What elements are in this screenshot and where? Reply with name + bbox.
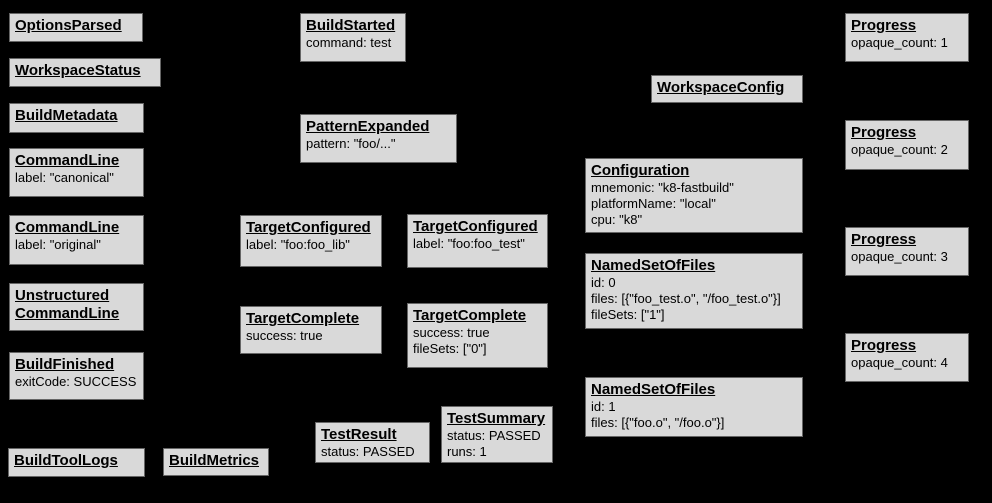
node-title: BuildMetrics [169,452,260,469]
node-field: files: [{"foo.o", "/foo.o"}] [591,415,725,430]
node-title: NamedSetOfFiles [591,381,716,398]
node-field: status: PASSED [447,428,541,443]
node-title: Progress [851,17,917,34]
node-title: TargetConfigured [413,218,538,235]
node-field: runs: 1 [447,444,487,459]
node-title: TestResult [321,426,397,443]
node-title: TargetComplete [246,310,360,327]
node-field: command: test [306,35,392,50]
node-field: platformName: "local" [591,196,716,211]
node-title: BuildStarted [306,17,396,34]
node-title: Configuration [591,162,690,179]
node-field: fileSets: ["0"] [413,341,487,356]
node-workspacestatus: WorkspaceStatus [9,58,161,87]
node-title: OptionsParsed [15,17,122,34]
node-field: opaque_count: 3 [851,249,948,264]
node-field: success: true [246,328,323,343]
node-title: Progress [851,337,917,354]
node-title: BuildToolLogs [14,452,118,469]
node-buildtoollogs: BuildToolLogs [8,448,145,477]
node-title: Progress [851,231,917,248]
node-title: NamedSetOfFiles [591,257,716,274]
node-field: exitCode: SUCCESS [15,374,137,389]
node-workspaceconfig: WorkspaceConfig [651,75,803,103]
node-field: label: "canonical" [15,170,114,185]
node-title: Unstructured CommandLine [15,287,120,322]
node-field: label: "original" [15,237,101,252]
node-optionsparsed: OptionsParsed [9,13,143,42]
node-field: mnemonic: "k8-fastbuild" [591,180,734,195]
node-title: BuildFinished [15,356,115,373]
node-title: TestSummary [447,410,546,427]
node-field: pattern: "foo/..." [306,136,396,151]
node-field: opaque_count: 4 [851,355,948,370]
node-title: WorkspaceConfig [657,79,785,96]
node-field: opaque_count: 2 [851,142,948,157]
node-title: CommandLine [15,219,120,236]
node-field: label: "foo:foo_test" [413,236,525,251]
node-field: fileSets: ["1"] [591,307,665,322]
node-title: CommandLine [15,152,120,169]
node-field: success: true [413,325,490,340]
node-title: TargetConfigured [246,219,371,236]
node-field: cpu: "k8" [591,212,643,227]
node-title: BuildMetadata [15,107,118,124]
node-title: PatternExpanded [306,118,430,135]
node-field: id: 0 [591,275,616,290]
node-buildmetrics: BuildMetrics [163,448,269,476]
node-field: id: 1 [591,399,616,414]
node-title: Progress [851,124,917,141]
node-title: WorkspaceStatus [15,62,141,79]
node-field: label: "foo:foo_lib" [246,237,350,252]
node-field: status: PASSED [321,444,415,459]
node-unstructuredcommandline: Unstructured CommandLine [9,283,144,331]
node-field: opaque_count: 1 [851,35,948,50]
node-field: files: [{"foo_test.o", "/foo_test.o"}] [591,291,781,306]
node-buildmetadata: BuildMetadata [9,103,144,133]
node-title: TargetComplete [413,307,527,324]
